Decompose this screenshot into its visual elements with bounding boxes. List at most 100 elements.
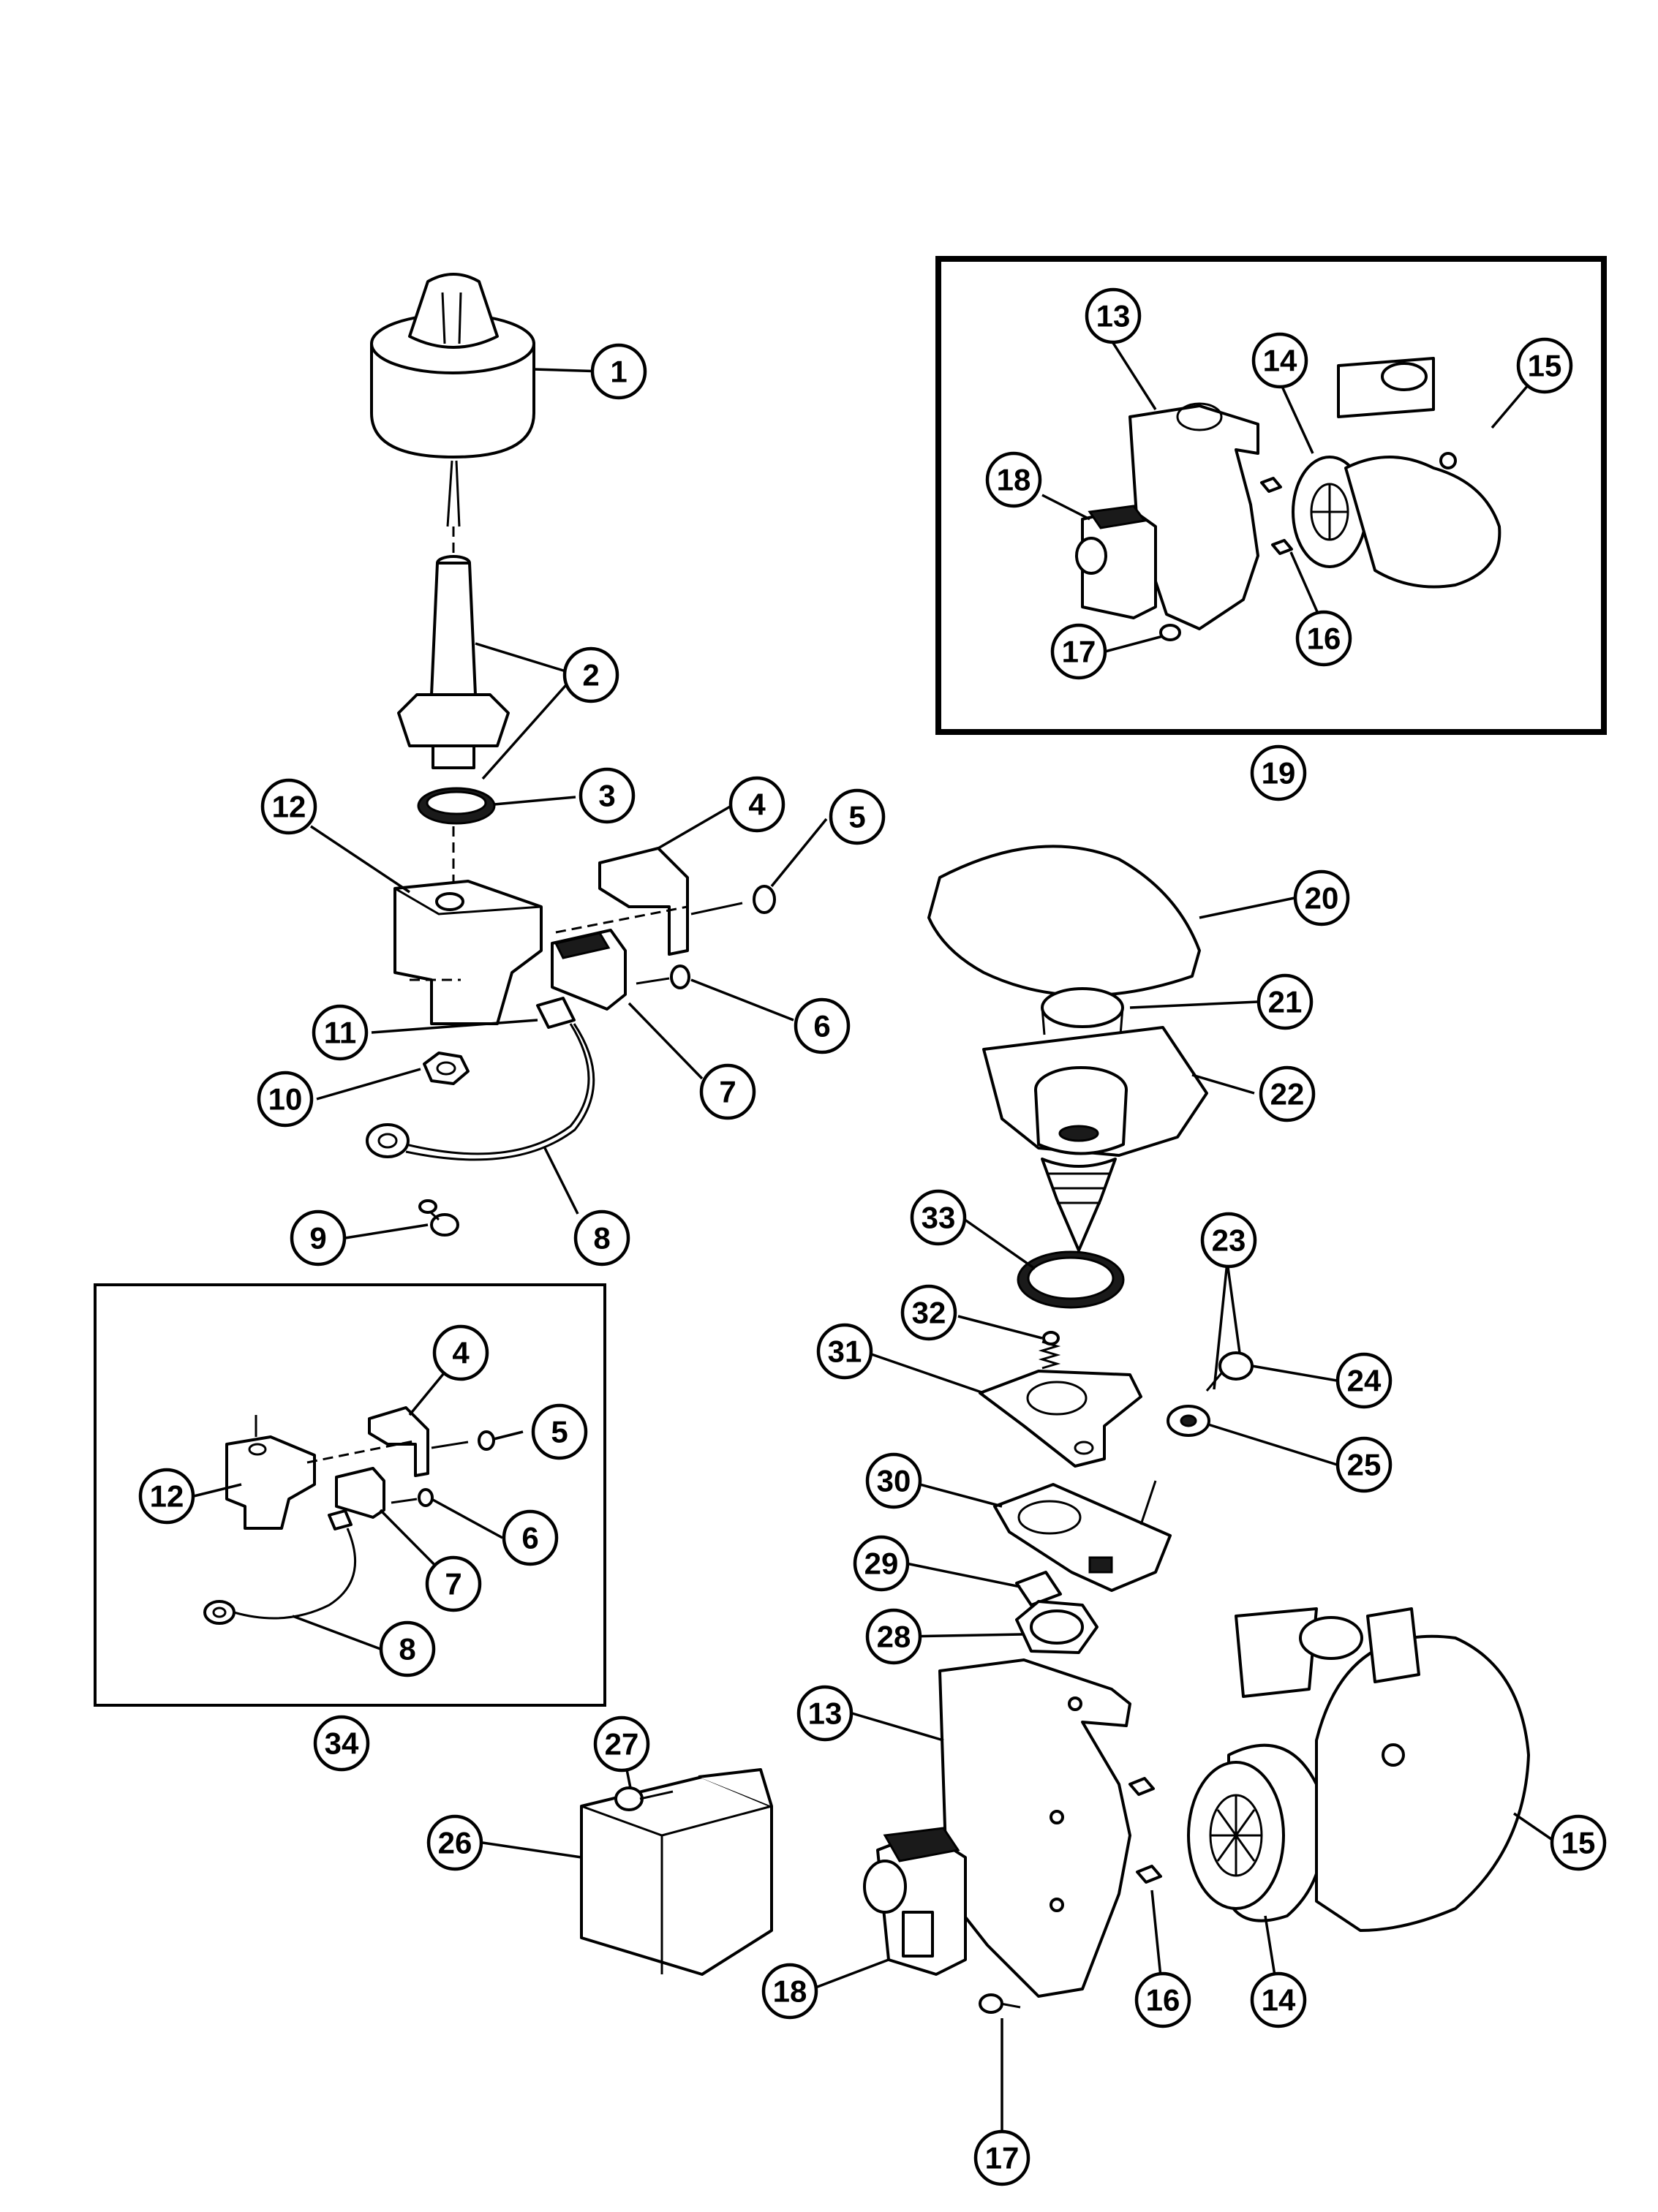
inset-34-callout-12: 12 [138, 1468, 195, 1525]
callout-32: 32 [900, 1284, 957, 1341]
inset-19-callout-16: 16 [1295, 610, 1352, 667]
part-16-screw [1128, 1777, 1162, 1884]
svg-text:4: 4 [748, 788, 766, 822]
callout-22: 22 [1259, 1065, 1316, 1122]
part-5-screw [690, 885, 776, 916]
part-17-screw [979, 1993, 1021, 2014]
callout-34: 34 [313, 1715, 370, 1772]
callout-1: 1 [590, 343, 647, 400]
callout-12: 12 [260, 778, 317, 835]
svg-text:19: 19 [1262, 756, 1296, 790]
svg-text:34: 34 [325, 1726, 359, 1761]
svg-text:3: 3 [598, 779, 615, 813]
callout-9: 9 [290, 1209, 347, 1267]
svg-text:18: 18 [997, 463, 1031, 497]
part-28-nut [1015, 1600, 1099, 1654]
inset-34-callout-5: 5 [531, 1403, 588, 1460]
callout-4: 4 [728, 776, 785, 833]
callout-17: 17 [973, 2129, 1030, 2186]
svg-text:9: 9 [309, 1221, 326, 1256]
svg-text:16: 16 [1307, 622, 1341, 656]
callout-3: 3 [579, 767, 636, 824]
svg-text:17: 17 [1062, 635, 1096, 669]
svg-text:33: 33 [922, 1201, 956, 1235]
callout-29: 29 [853, 1535, 910, 1592]
svg-text:32: 32 [912, 1296, 946, 1330]
callout-10: 10 [257, 1071, 314, 1128]
part-11-terminal [536, 997, 576, 1029]
inset-34-callout-4: 4 [432, 1324, 489, 1381]
svg-text:18: 18 [773, 1974, 807, 2009]
svg-text:22: 22 [1270, 1077, 1305, 1111]
svg-text:11: 11 [324, 1016, 356, 1050]
part-21-cap [1041, 987, 1124, 1035]
inset-19-callout-14: 14 [1251, 332, 1308, 389]
svg-text:13: 13 [808, 1696, 843, 1731]
svg-text:30: 30 [877, 1464, 911, 1498]
svg-text:20: 20 [1305, 881, 1339, 916]
callout-11: 11 [312, 1004, 369, 1061]
callout-16: 16 [1134, 1971, 1191, 2028]
callout-2: 2 [562, 646, 619, 703]
part-31-plate [979, 1370, 1142, 1468]
part-29-clip [1015, 1571, 1062, 1607]
part-27-screw [614, 1786, 674, 1811]
inset-19-callout-17: 17 [1050, 623, 1107, 680]
inset-34-callout-7: 7 [425, 1555, 482, 1612]
callout-33: 33 [910, 1189, 967, 1246]
svg-text:24: 24 [1347, 1364, 1382, 1398]
callout-13: 13 [796, 1685, 854, 1742]
svg-text:31: 31 [828, 1335, 862, 1369]
part-2-shaft [397, 526, 510, 769]
svg-text:6: 6 [813, 1009, 830, 1043]
svg-text:5: 5 [848, 800, 865, 834]
svg-text:25: 25 [1347, 1448, 1382, 1482]
svg-text:27: 27 [605, 1727, 639, 1762]
svg-text:10: 10 [268, 1082, 303, 1117]
inset-19-callout-15: 15 [1516, 337, 1573, 394]
callout-30: 30 [865, 1452, 922, 1509]
callout-25: 25 [1335, 1436, 1393, 1493]
part-18-motor [863, 1827, 967, 1976]
callout-8: 8 [573, 1209, 630, 1267]
part-20-cover [927, 845, 1201, 997]
part-33-gasket [1017, 1250, 1125, 1309]
part-7-switch [551, 929, 627, 1011]
svg-text:23: 23 [1212, 1223, 1246, 1258]
part-4-actuator [555, 847, 689, 956]
part-3-ring [417, 787, 496, 885]
callout-7: 7 [699, 1063, 756, 1120]
svg-text:12: 12 [150, 1479, 184, 1514]
callout-14: 14 [1250, 1971, 1307, 2028]
part-1-knob [370, 273, 535, 527]
inset-19-callout-18: 18 [985, 451, 1042, 508]
part-15-blower-housing [1235, 1607, 1530, 1932]
svg-text:21: 21 [1268, 985, 1303, 1019]
svg-text:6: 6 [521, 1521, 538, 1555]
inset-34-assembly [203, 1406, 495, 1625]
svg-text:29: 29 [864, 1547, 899, 1581]
svg-text:15: 15 [1561, 1826, 1596, 1860]
callout-15: 15 [1550, 1814, 1607, 1871]
part-13-mount-plate [938, 1658, 1131, 1998]
callout-5: 5 [829, 788, 886, 845]
callout-27: 27 [593, 1715, 650, 1773]
leader-lines [193, 342, 1552, 2132]
part-25-washer [1167, 1405, 1210, 1437]
inset-34-callout-8: 8 [379, 1620, 436, 1677]
part-26-transformer [580, 1768, 773, 1976]
callout-6: 6 [794, 997, 851, 1054]
callout-23: 23 [1200, 1212, 1257, 1269]
svg-text:8: 8 [593, 1221, 610, 1256]
svg-text:2: 2 [582, 658, 599, 692]
inset-34-frame [94, 1283, 606, 1707]
part-30-gasket [993, 1480, 1172, 1592]
callout-24: 24 [1335, 1352, 1393, 1409]
svg-text:17: 17 [985, 2141, 1020, 2175]
callout-31: 31 [816, 1323, 873, 1380]
callout-18: 18 [761, 1963, 818, 2020]
callout-20: 20 [1293, 869, 1350, 926]
svg-text:5: 5 [551, 1415, 568, 1449]
part-10-nut [423, 1052, 470, 1085]
